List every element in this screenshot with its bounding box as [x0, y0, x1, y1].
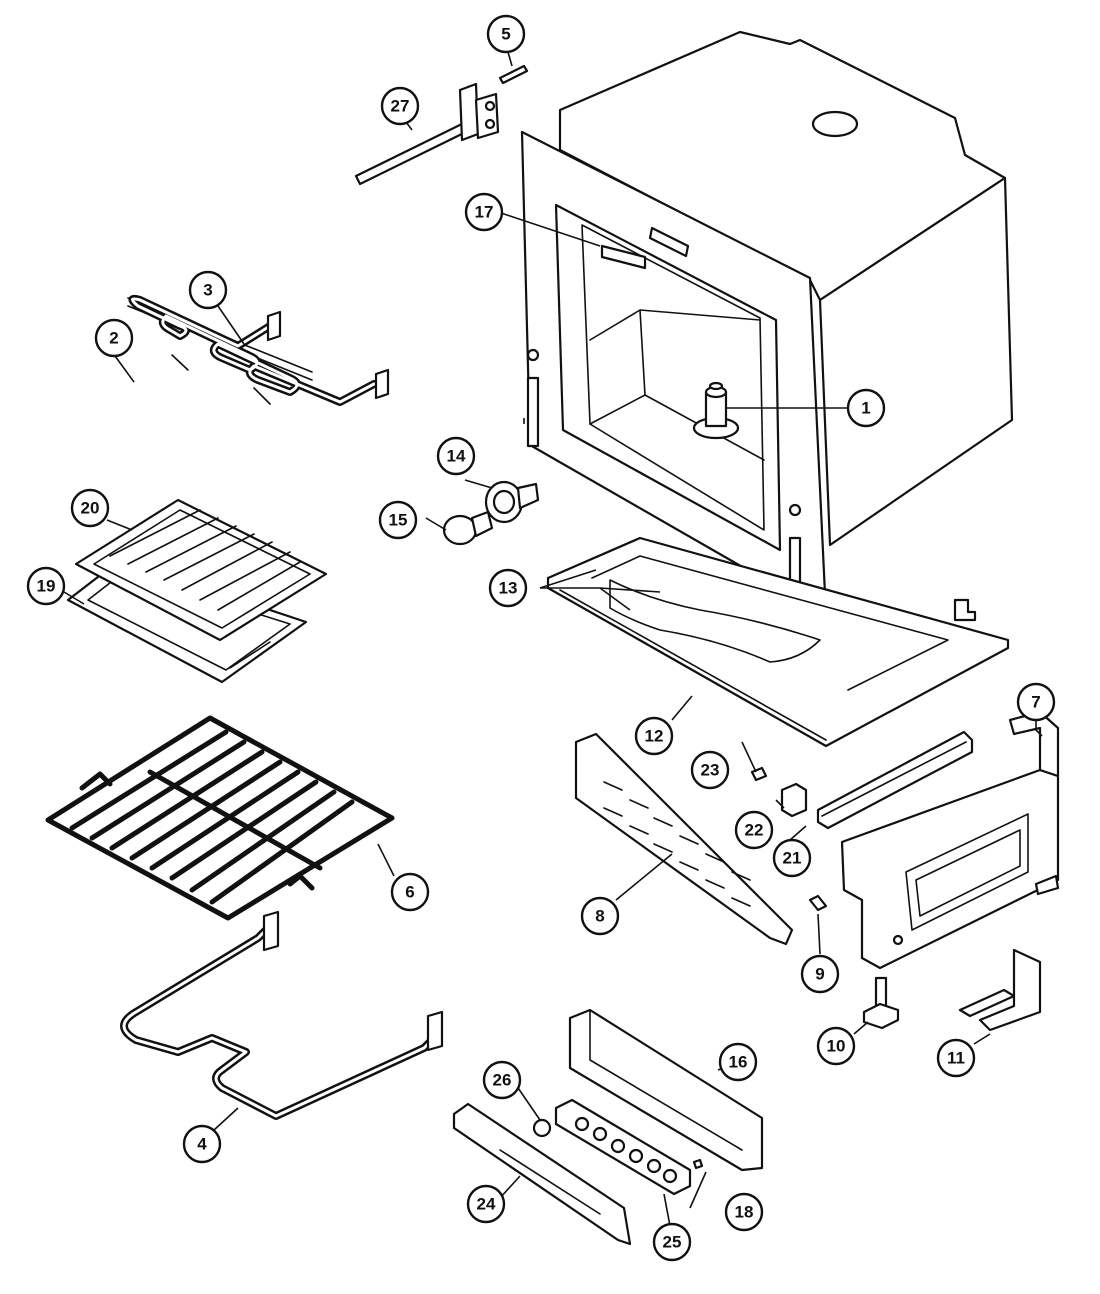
svg-text:14: 14 — [447, 447, 466, 466]
svg-text:1: 1 — [861, 399, 870, 418]
frame-vent-slot — [648, 226, 690, 258]
callout-5: 5 — [486, 14, 526, 54]
svg-text:7: 7 — [1031, 693, 1040, 712]
part-15-light-bulb — [442, 510, 494, 546]
svg-text:3: 3 — [203, 281, 212, 300]
svg-text:21: 21 — [783, 849, 802, 868]
oven-bottom-panel — [546, 536, 1010, 748]
callout-14: 14 — [436, 436, 476, 476]
callout-12: 12 — [634, 716, 674, 756]
callout-19: 19 — [26, 566, 66, 606]
part-10-leveling-leg — [862, 976, 900, 1030]
part-17-label — [600, 244, 647, 270]
callout-15: 15 — [378, 500, 418, 540]
callout-9: 9 — [800, 954, 840, 994]
svg-text:16: 16 — [729, 1053, 748, 1072]
svg-text:5: 5 — [501, 25, 510, 44]
part-8-bracket — [574, 732, 794, 946]
oven-cavity — [520, 30, 1014, 617]
part-18-screw — [692, 1158, 704, 1170]
svg-text:19: 19 — [37, 577, 56, 596]
svg-text:9: 9 — [815, 965, 824, 984]
svg-text:4: 4 — [197, 1135, 207, 1154]
callout-23: 23 — [690, 750, 730, 790]
callout-10: 10 — [816, 1026, 856, 1066]
svg-text:11: 11 — [947, 1049, 965, 1068]
part-26-bushing — [532, 1118, 552, 1138]
callout-11: 11 — [936, 1038, 976, 1078]
callout-8: 8 — [580, 896, 620, 936]
svg-text:18: 18 — [735, 1203, 754, 1222]
callout-2: 2 — [94, 318, 134, 358]
callout-1: 1 — [846, 388, 886, 428]
callout-20: 20 — [70, 488, 110, 528]
callout-6: 6 — [390, 872, 430, 912]
part-24-control-trim — [452, 1102, 632, 1246]
part-2-broil-element — [127, 294, 390, 406]
svg-text:25: 25 — [663, 1233, 682, 1252]
svg-text:24: 24 — [477, 1195, 496, 1214]
callout-4: 4 — [182, 1124, 222, 1164]
part-1-post — [692, 381, 740, 440]
callout-17: 17 — [464, 192, 504, 232]
callout-16: 16 — [718, 1042, 758, 1082]
callout-22: 22 — [734, 810, 774, 850]
callout-18: 18 — [724, 1192, 764, 1232]
part-14-lamp-socket — [484, 480, 540, 524]
part-16-control-channel — [568, 1008, 764, 1172]
part-5-screw — [498, 64, 529, 85]
top-vent-hole — [811, 110, 859, 138]
svg-text:10: 10 — [827, 1037, 846, 1056]
svg-text:17: 17 — [475, 203, 494, 222]
part-21-rail — [816, 730, 974, 830]
callout-13: 13 — [488, 568, 528, 608]
callout-3: 3 — [188, 270, 228, 310]
svg-text:12: 12 — [645, 727, 664, 746]
svg-text:2: 2 — [109, 329, 118, 348]
frame-slot-left — [526, 376, 540, 448]
svg-text:22: 22 — [745, 821, 764, 840]
callouts: 1 2 3 4 5 6 7 8 9 10 11 12 13 14 15 16 1… — [26, 14, 1056, 1262]
svg-text:8: 8 — [595, 907, 604, 926]
part-25-switch-panel — [554, 1098, 692, 1196]
svg-text:23: 23 — [701, 761, 720, 780]
part-4-bake-element — [120, 910, 444, 1120]
callout-25: 25 — [652, 1222, 692, 1262]
callout-26: 26 — [482, 1060, 522, 1100]
part-6-oven-rack — [45, 715, 395, 921]
svg-text:15: 15 — [389, 511, 408, 530]
part-9-screw — [808, 894, 828, 912]
callout-21: 21 — [772, 838, 812, 878]
part-11-anti-tip-bracket — [958, 948, 1042, 1032]
part-20-broil-grid — [74, 498, 328, 642]
part-22-clip — [780, 782, 808, 818]
svg-text:13: 13 — [499, 579, 518, 598]
callout-7: 7 — [1016, 682, 1056, 722]
svg-text:27: 27 — [391, 97, 410, 116]
svg-text:20: 20 — [81, 499, 100, 518]
svg-text:6: 6 — [405, 883, 414, 902]
part-27-oven-sensor — [354, 82, 500, 186]
callout-27: 27 — [380, 86, 420, 126]
svg-text:26: 26 — [493, 1071, 512, 1090]
callout-24: 24 — [466, 1184, 506, 1224]
